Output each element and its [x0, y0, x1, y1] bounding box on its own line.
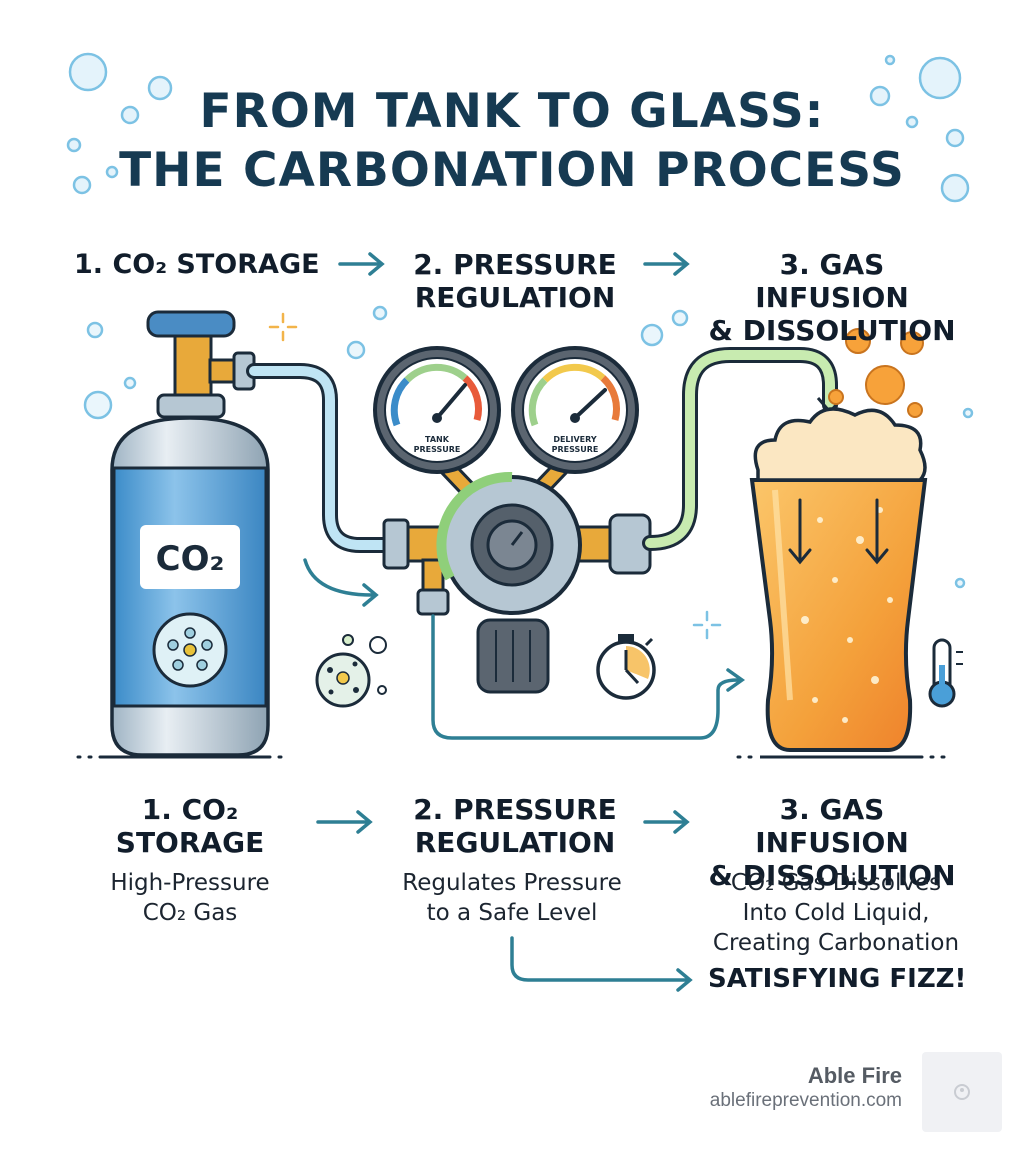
brand-logo-icon: [954, 1084, 970, 1100]
top-step3-line1: 3. GAS INFUSION: [755, 248, 909, 314]
scene-bubbles: [83, 305, 974, 589]
bottom-step1-line1: 1. CO₂: [141, 793, 239, 826]
title-bubbles: [66, 52, 970, 203]
bottom-step2-line1: 2. PRESSURE: [413, 793, 617, 826]
page-title-line2: THE CARBONATION PROCESS: [119, 143, 905, 198]
tank-pressure-label-2: PRESSURE: [414, 445, 461, 454]
top-step2-line2: REGULATION: [414, 281, 616, 314]
stopwatch-icon: [596, 634, 656, 700]
supply-hose: [246, 363, 400, 553]
bottom-step3-desc-line2: Into Cold Liquid,: [742, 900, 930, 926]
bottom-step1-line2: STORAGE: [115, 826, 265, 859]
bottom-step1-desc-line2: CO₂ Gas: [142, 900, 238, 926]
bottom-step2-description: Regulates Pressure to a Safe Level: [378, 868, 646, 928]
thermometer-icon: [928, 638, 963, 708]
tank-co2-label: CO₂: [156, 539, 225, 579]
bottom-step2-desc-line2: to a Safe Level: [426, 900, 598, 926]
brand-name: Able Fire: [807, 1063, 902, 1088]
sparkles: [268, 312, 298, 342]
flow-arrows: [303, 558, 746, 740]
brand-logo: [922, 1052, 1002, 1132]
top-step2-line1: 2. PRESSURE: [413, 248, 617, 281]
bottom-step1-heading: 1. CO₂ STORAGE: [80, 793, 300, 859]
co2-tank: [110, 310, 270, 757]
bottom-step3-desc-line3: Creating Carbonation: [712, 930, 960, 956]
page-title-line1: FROM TANK TO GLASS:: [199, 84, 825, 139]
top-step3-heading: 3. GAS INFUSION & DISSOLUTION: [700, 248, 964, 347]
bottom-step2-desc-line1: Regulates Pressure: [402, 870, 622, 896]
result-fizz-label: SATISFYING FIZZ!: [708, 964, 967, 994]
bottom-step3-description: CO₂ Gas Dissolves Into Cold Liquid, Crea…: [696, 868, 976, 958]
bottom-step2-line2: REGULATION: [414, 826, 616, 859]
pressure-regulator: [373, 346, 652, 694]
delivery-pressure-label-2: PRESSURE: [552, 445, 599, 454]
beer-glass: [749, 328, 928, 752]
tank-pressure-label-1: TANK: [425, 435, 450, 444]
bottom-step2-heading: 2. PRESSURE REGULATION: [395, 793, 635, 859]
molecule-cluster: [315, 634, 387, 708]
bottom-step3-line1: 3. GAS INFUSION: [755, 793, 909, 859]
brand-url: ablefireprevention.com: [709, 1090, 902, 1111]
bottom-step1-desc-line1: High-Pressure: [110, 870, 270, 896]
bottom-step3-desc-line1: CO₂ Gas Dissolves: [730, 870, 942, 896]
bottom-step3-heading: 3. GAS INFUSION & DISSOLUTION: [700, 793, 964, 892]
top-step2-heading: 2. PRESSURE REGULATION: [395, 248, 635, 314]
top-step1-heading: 1. CO₂ STORAGE: [74, 249, 320, 280]
top-flow-arrows: [338, 252, 690, 276]
bottom-step3-line2: & DISSOLUTION: [708, 859, 956, 892]
delivery-pressure-label-1: DELIVERY: [553, 435, 597, 444]
bottom-flow-arrows: [316, 810, 693, 992]
bottom-step1-description: High-Pressure CO₂ Gas: [80, 868, 300, 928]
top-step3-line2: & DISSOLUTION: [708, 314, 956, 347]
